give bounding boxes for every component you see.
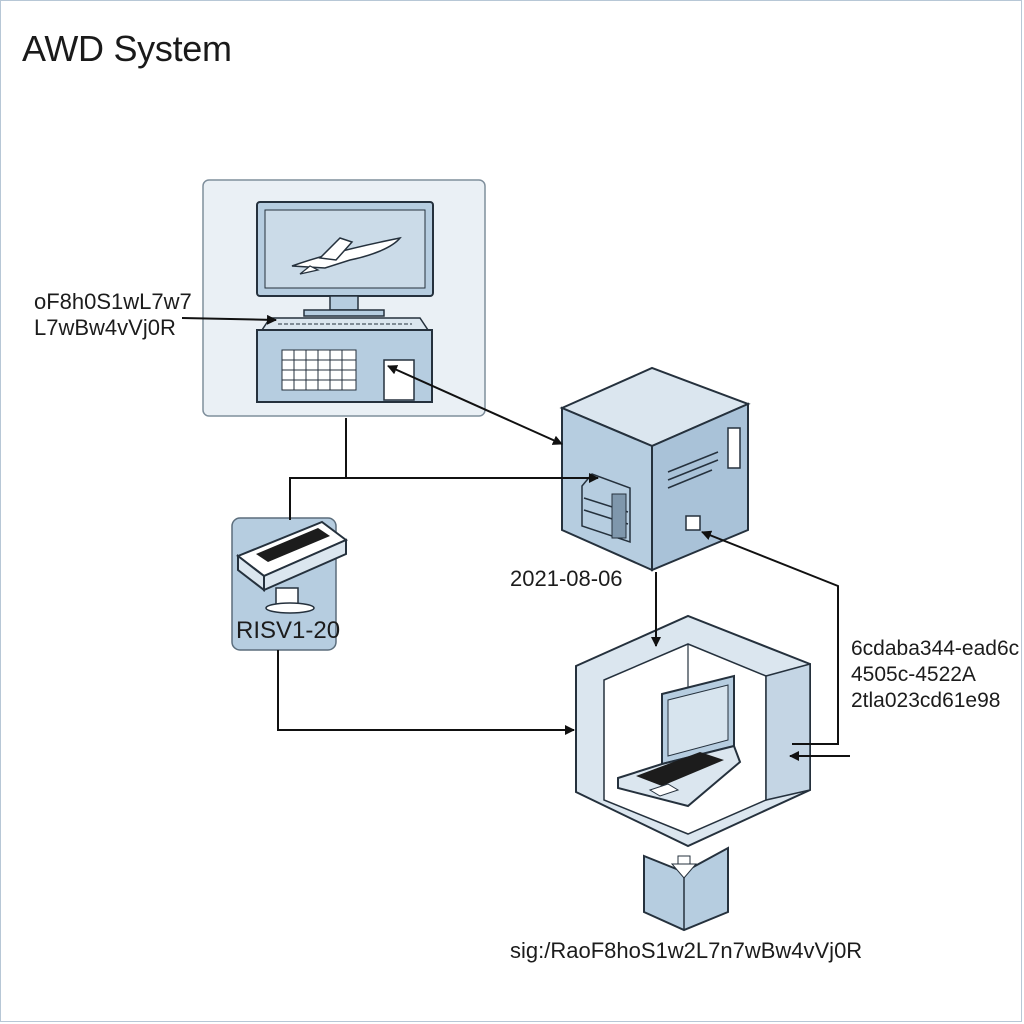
card-reader-icon — [236, 520, 348, 614]
connector-client-server-return — [701, 530, 839, 745]
workstation-id-line1: oF8h0S1wL7w7 — [34, 289, 192, 314]
download-arrow-icon — [670, 855, 698, 879]
connector-label-to-workstation — [181, 314, 277, 325]
terminal-node — [231, 517, 348, 651]
connector-workstation-terminal — [289, 418, 347, 520]
client-node — [575, 614, 811, 848]
server-node — [559, 366, 751, 572]
connector-workstation-server — [387, 365, 563, 445]
uuid-line1: 6cdaba344-ead6c — [851, 637, 1020, 660]
workstation-node — [202, 179, 486, 417]
signature-text: sig:/RaoF8hoS1w2L7n7wBw4vVj0R — [510, 938, 863, 963]
archive-node — [643, 846, 729, 932]
keypad-icon — [281, 349, 357, 391]
workstation-id-line2: L7wBw4vVj0R — [34, 315, 176, 340]
connector-terminal-client — [277, 650, 575, 735]
diagram-title: AWD System — [22, 28, 232, 69]
uuid-line2: 4505c-4522A — [851, 663, 976, 686]
server-date: 2021-08-06 — [510, 566, 623, 591]
uuid-line3: 2tla023cd61e98 — [851, 689, 1001, 712]
connectors — [181, 314, 850, 761]
desktop-computer-icon — [256, 201, 434, 403]
laptop-icon — [617, 674, 742, 808]
terminal-label: RISV1-20 — [236, 617, 341, 644]
